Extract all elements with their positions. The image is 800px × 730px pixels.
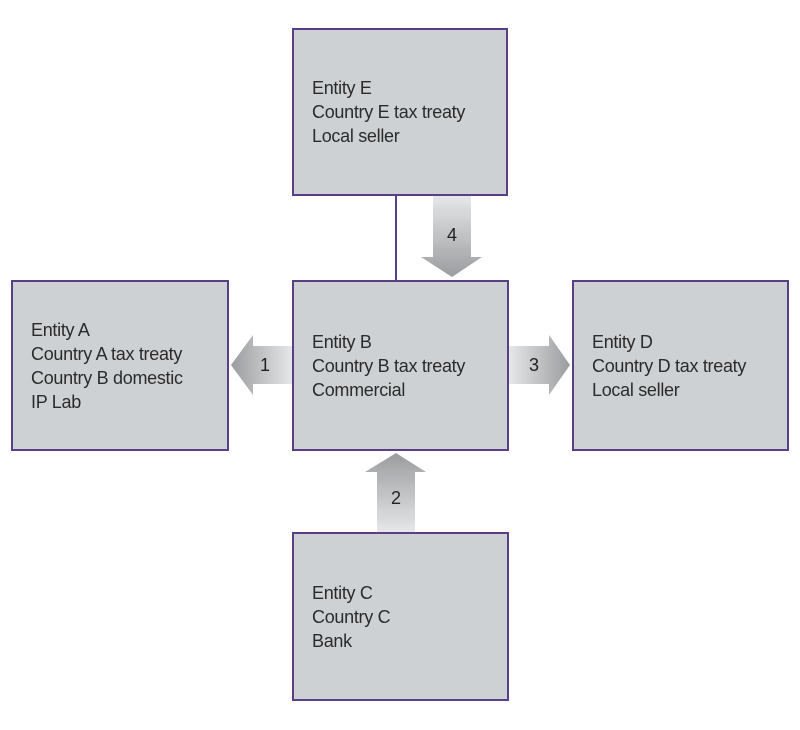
entity-e-treaty: Country E tax treaty [312, 102, 466, 122]
arrow-4-down [421, 196, 482, 277]
entity-e-name: Entity E [312, 78, 372, 98]
entity-b-treaty: Country B tax treaty [312, 355, 466, 376]
entity-c-role: Bank [312, 630, 352, 651]
entity-e-role: Local seller [312, 126, 400, 146]
entity-a-treaty: Country A tax treaty [31, 343, 183, 364]
entity-b-role: Commercial [312, 379, 406, 400]
entity-d-name: Entity D [592, 331, 653, 352]
flow-label-2: 2 [390, 488, 401, 508]
entity-a-box: Entity A Country A tax treaty Country B … [11, 280, 229, 451]
entity-c-name: Entity C [312, 582, 373, 603]
entity-d-treaty: Country D tax treaty [592, 355, 747, 376]
flow-label-4: 4 [446, 225, 457, 245]
entity-d-role: Local seller [592, 379, 680, 400]
entity-a-domestic: Country B domestic [31, 367, 183, 388]
arrow-3-right [509, 335, 570, 395]
arrow-2-up [365, 453, 426, 532]
flow-label-3: 3 [528, 355, 539, 375]
entity-e-box: Entity E Country E tax treaty Local sell… [292, 28, 508, 196]
entity-b-box: Entity B Country B tax treaty Commercial [292, 280, 509, 451]
entity-a-role: IP Lab [31, 391, 81, 412]
entity-d-box: Entity D Country D tax treaty Local sell… [572, 280, 789, 451]
arrow-1-left [231, 335, 292, 395]
entity-c-country: Country C [312, 606, 391, 627]
flow-label-1: 1 [259, 355, 270, 375]
entity-a-name: Entity A [31, 319, 90, 340]
entity-c-box: Entity C Country C Bank [292, 532, 509, 701]
entity-b-name: Entity B [312, 331, 372, 352]
